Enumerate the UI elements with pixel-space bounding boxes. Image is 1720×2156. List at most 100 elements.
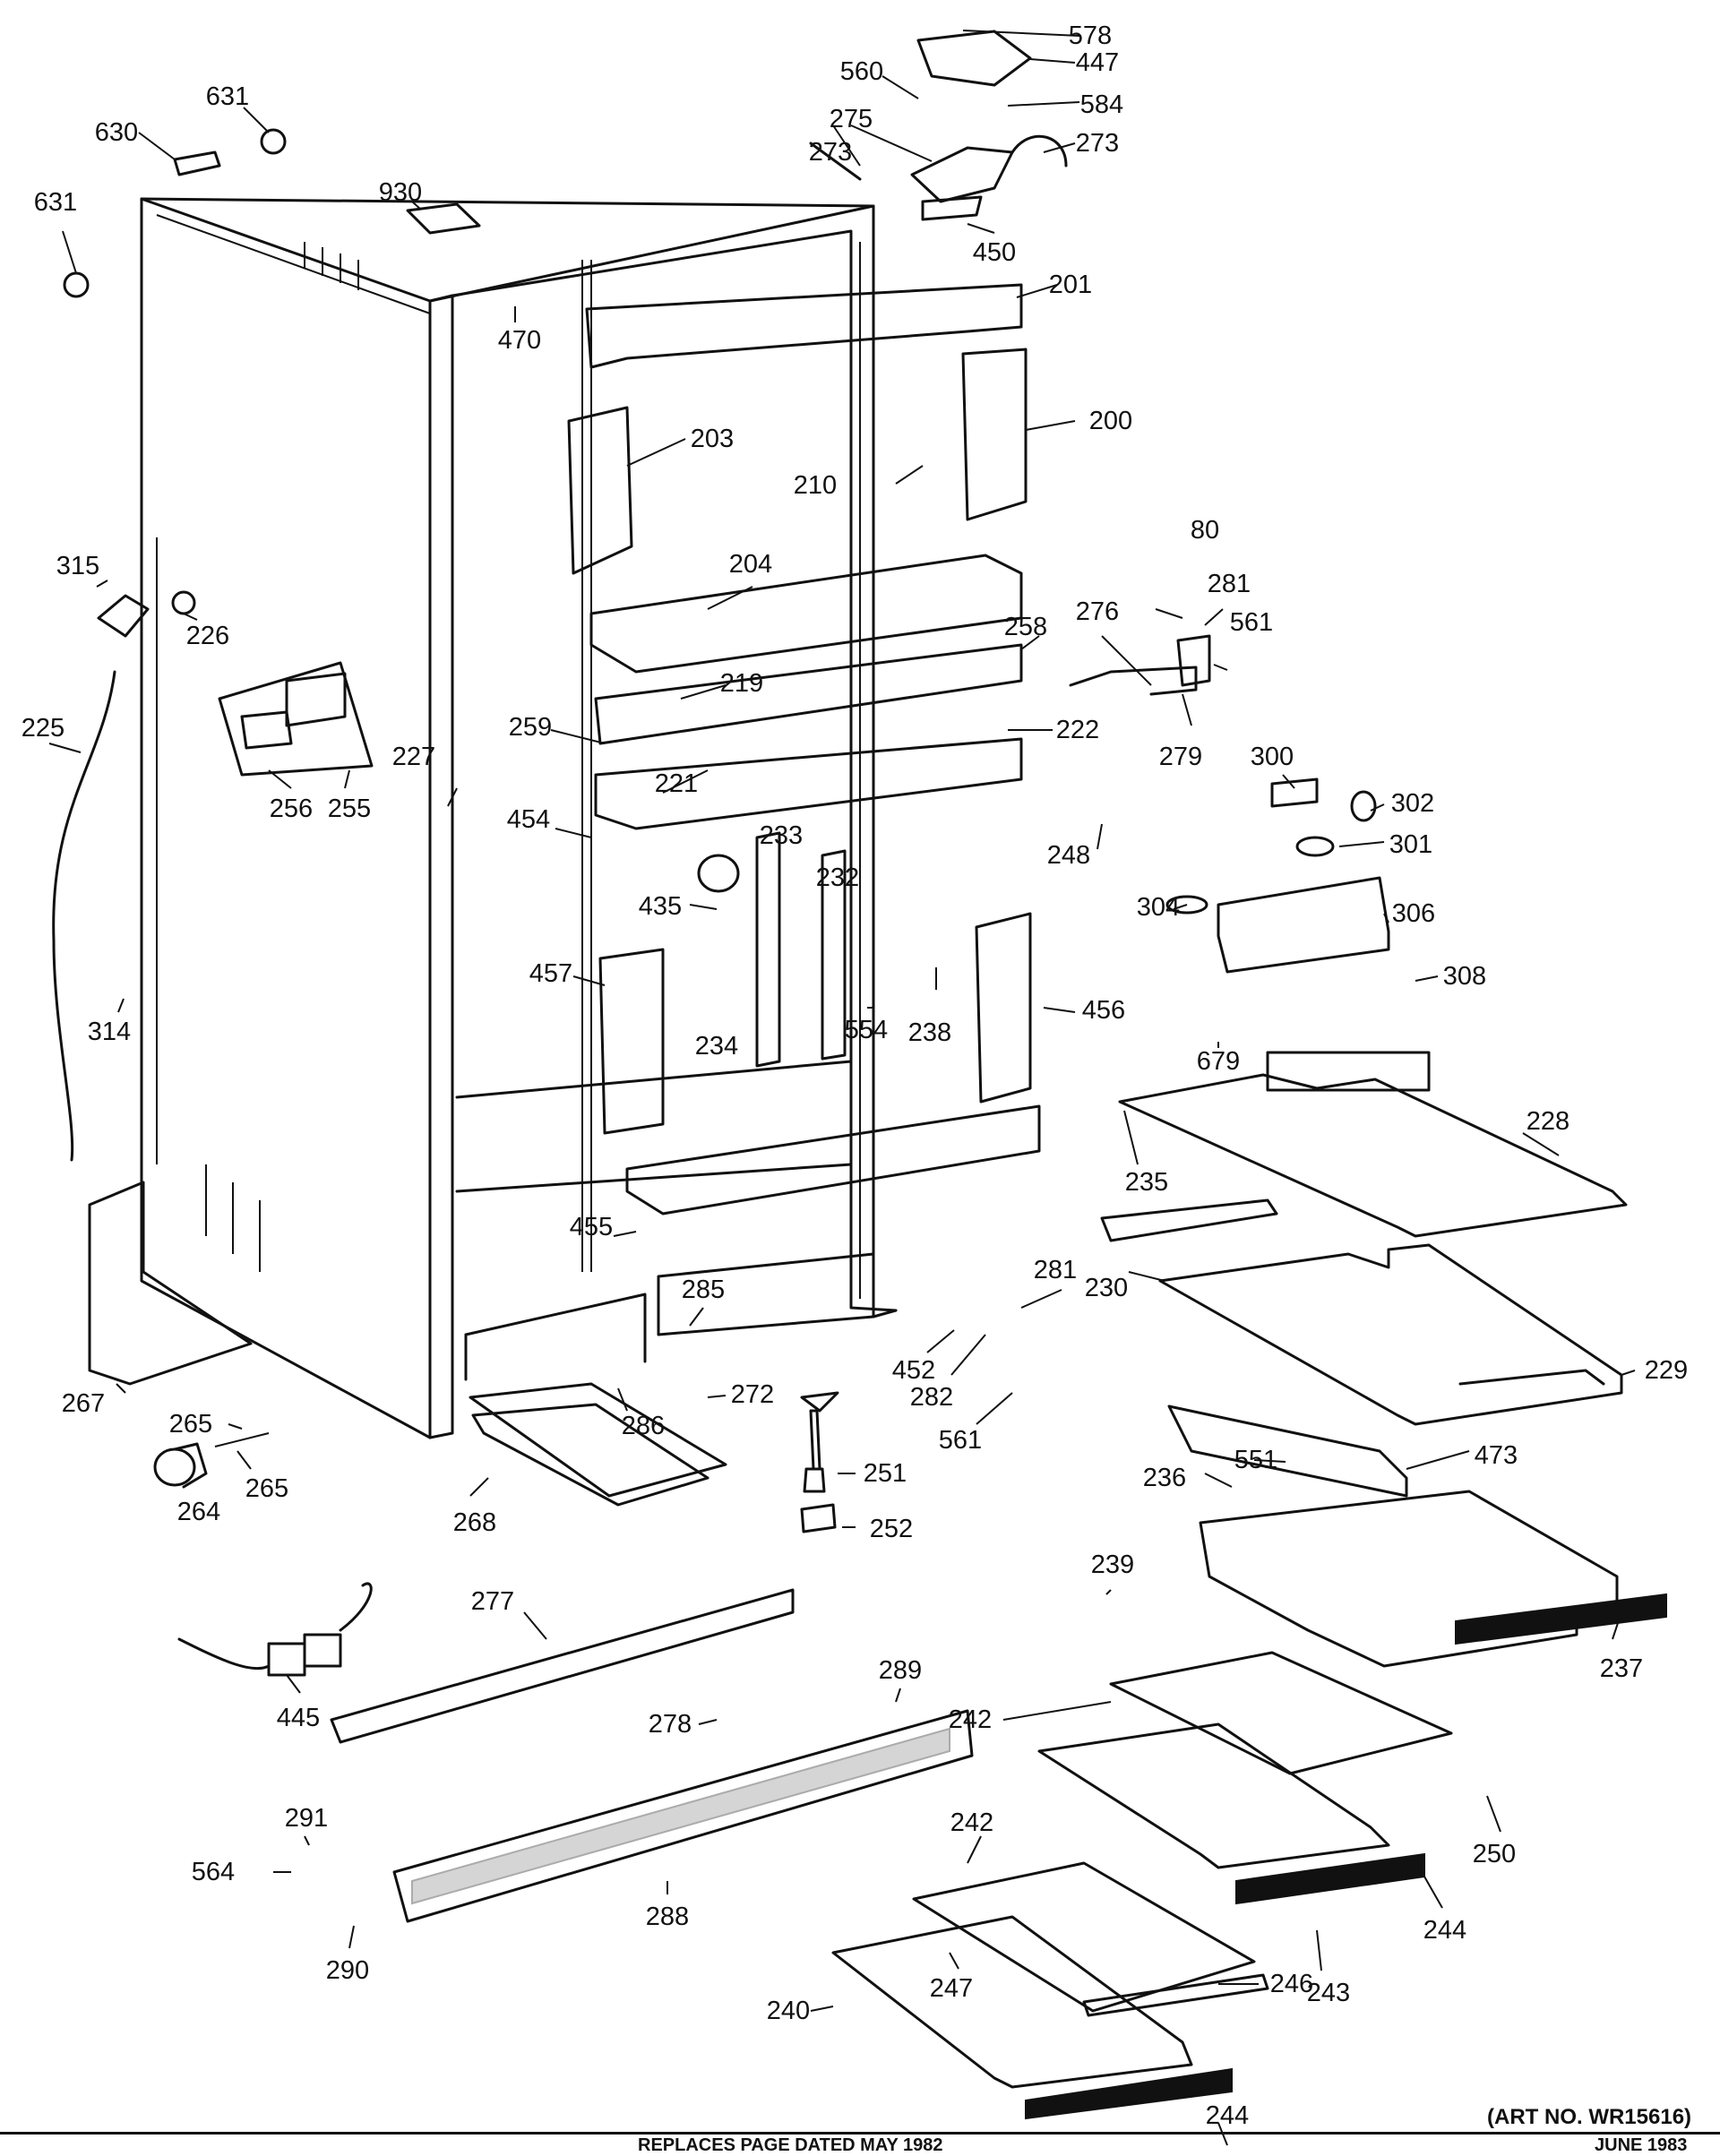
part-number-228: 228 (1526, 1107, 1570, 1136)
part-number-281-upper: 281 (1207, 570, 1251, 598)
part-number-631-left: 631 (33, 188, 78, 217)
part-number-219: 219 (719, 669, 764, 698)
part-number-282: 282 (909, 1383, 954, 1412)
part-number-277: 277 (470, 1587, 515, 1616)
part-number-237: 237 (1599, 1654, 1644, 1683)
part-number-435: 435 (638, 892, 683, 921)
part-number-240: 240 (766, 1997, 811, 2025)
part-number-244-lower: 244 (1205, 2101, 1250, 2130)
part-number-470: 470 (497, 326, 542, 355)
part-number-554: 554 (844, 1016, 889, 1044)
part-number-286: 286 (621, 1412, 666, 1440)
part-number-272: 272 (730, 1380, 775, 1409)
machine-panel (88, 1181, 253, 1386)
part-number-210: 210 (793, 471, 838, 500)
part-number-560: 560 (839, 57, 884, 86)
valve-315 (97, 594, 150, 638)
part-number-80: 80 (1190, 516, 1220, 545)
rollers (153, 1432, 270, 1489)
lamp-socket (697, 854, 740, 893)
switch-kit (218, 661, 374, 777)
footer-rule (0, 2132, 1720, 2135)
part-number-315: 315 (56, 552, 100, 580)
part-number-222: 222 (1055, 716, 1100, 744)
part-number-252: 252 (869, 1515, 914, 1543)
part-number-273-top-right: 273 (1075, 129, 1120, 158)
part-number-236: 236 (1142, 1464, 1187, 1492)
part-number-276: 276 (1075, 597, 1120, 626)
part-number-268: 268 (452, 1508, 497, 1537)
part-number-201: 201 (1048, 271, 1093, 299)
part-number-233: 233 (759, 821, 804, 850)
part-number-200: 200 (1088, 407, 1133, 435)
drain-tube (52, 670, 116, 1162)
part-number-452: 452 (891, 1356, 936, 1385)
part-number-226: 226 (185, 622, 230, 650)
part-number-250: 250 (1472, 1840, 1517, 1868)
part-number-203: 203 (690, 425, 735, 453)
part-number-221: 221 (654, 769, 699, 798)
part-number-300: 300 (1250, 743, 1294, 771)
cabinet (140, 197, 898, 1439)
part-number-235: 235 (1124, 1168, 1169, 1197)
part-number-306: 306 (1391, 899, 1436, 928)
part-number-247: 247 (929, 1974, 974, 2003)
part-number-630: 630 (94, 118, 139, 147)
drain-pan (469, 1382, 727, 1498)
part-number-304: 304 (1136, 893, 1181, 922)
part-number-248: 248 (1046, 841, 1091, 870)
part-number-631-top: 631 (205, 82, 250, 111)
part-number-564: 564 (191, 1858, 236, 1886)
part-number-473: 473 (1474, 1441, 1518, 1470)
part-number-285: 285 (681, 1276, 726, 1304)
part-number-273-top-left: 273 (808, 138, 853, 167)
part-number-279: 279 (1158, 743, 1203, 771)
part-number-265-upper: 265 (168, 1410, 213, 1439)
part-number-227: 227 (391, 743, 436, 771)
part-number-561-upper: 561 (1229, 608, 1274, 637)
part-number-264: 264 (176, 1498, 221, 1526)
replaces-page-note: REPLACES PAGE DATED MAY 1982 (638, 2135, 943, 2155)
part-number-255: 255 (327, 795, 372, 823)
part-number-275: 275 (829, 105, 873, 133)
part-number-244-upper: 244 (1423, 1916, 1467, 1945)
part-number-256: 256 (269, 795, 314, 823)
part-number-288: 288 (645, 1903, 690, 1931)
part-number-302: 302 (1390, 789, 1435, 818)
plugs-630-631 (63, 128, 287, 298)
part-number-281-lower: 281 (1033, 1256, 1078, 1284)
part-number-290: 290 (325, 1956, 370, 1985)
temperature-control (1165, 777, 1431, 1092)
part-number-258: 258 (1003, 613, 1048, 641)
glass-shelves (1100, 1073, 1628, 1498)
top-vent-930 (406, 202, 481, 235)
part-number-232: 232 (815, 863, 860, 892)
part-number-551: 551 (1234, 1446, 1278, 1474)
art-number: (ART NO. WR15616) (1487, 2105, 1692, 2129)
part-number-314: 314 (87, 1018, 132, 1046)
part-number-251: 251 (863, 1459, 907, 1488)
part-number-447: 447 (1075, 48, 1120, 77)
center-hinge (1069, 666, 1198, 696)
freezer-shelves (567, 283, 1041, 1215)
part-number-291: 291 (284, 1804, 329, 1833)
part-number-561-lower: 561 (938, 1426, 983, 1455)
top-hinge (809, 30, 1068, 221)
part-number-242-lower: 242 (950, 1808, 994, 1837)
part-number-578: 578 (1068, 21, 1113, 50)
part-number-225: 225 (21, 714, 65, 743)
part-number-238: 238 (907, 1018, 952, 1047)
part-number-259: 259 (508, 713, 553, 742)
part-number-246: 246 (1269, 1970, 1314, 1998)
base-grille (330, 1588, 974, 1923)
part-number-267: 267 (61, 1389, 106, 1418)
part-number-239: 239 (1090, 1550, 1135, 1579)
part-number-454: 454 (506, 805, 551, 834)
part-number-278: 278 (648, 1710, 692, 1739)
part-number-445: 445 (276, 1704, 321, 1732)
part-number-204: 204 (728, 550, 773, 579)
part-number-234: 234 (694, 1032, 739, 1061)
part-number-455: 455 (569, 1213, 614, 1241)
part-number-230: 230 (1084, 1274, 1129, 1302)
